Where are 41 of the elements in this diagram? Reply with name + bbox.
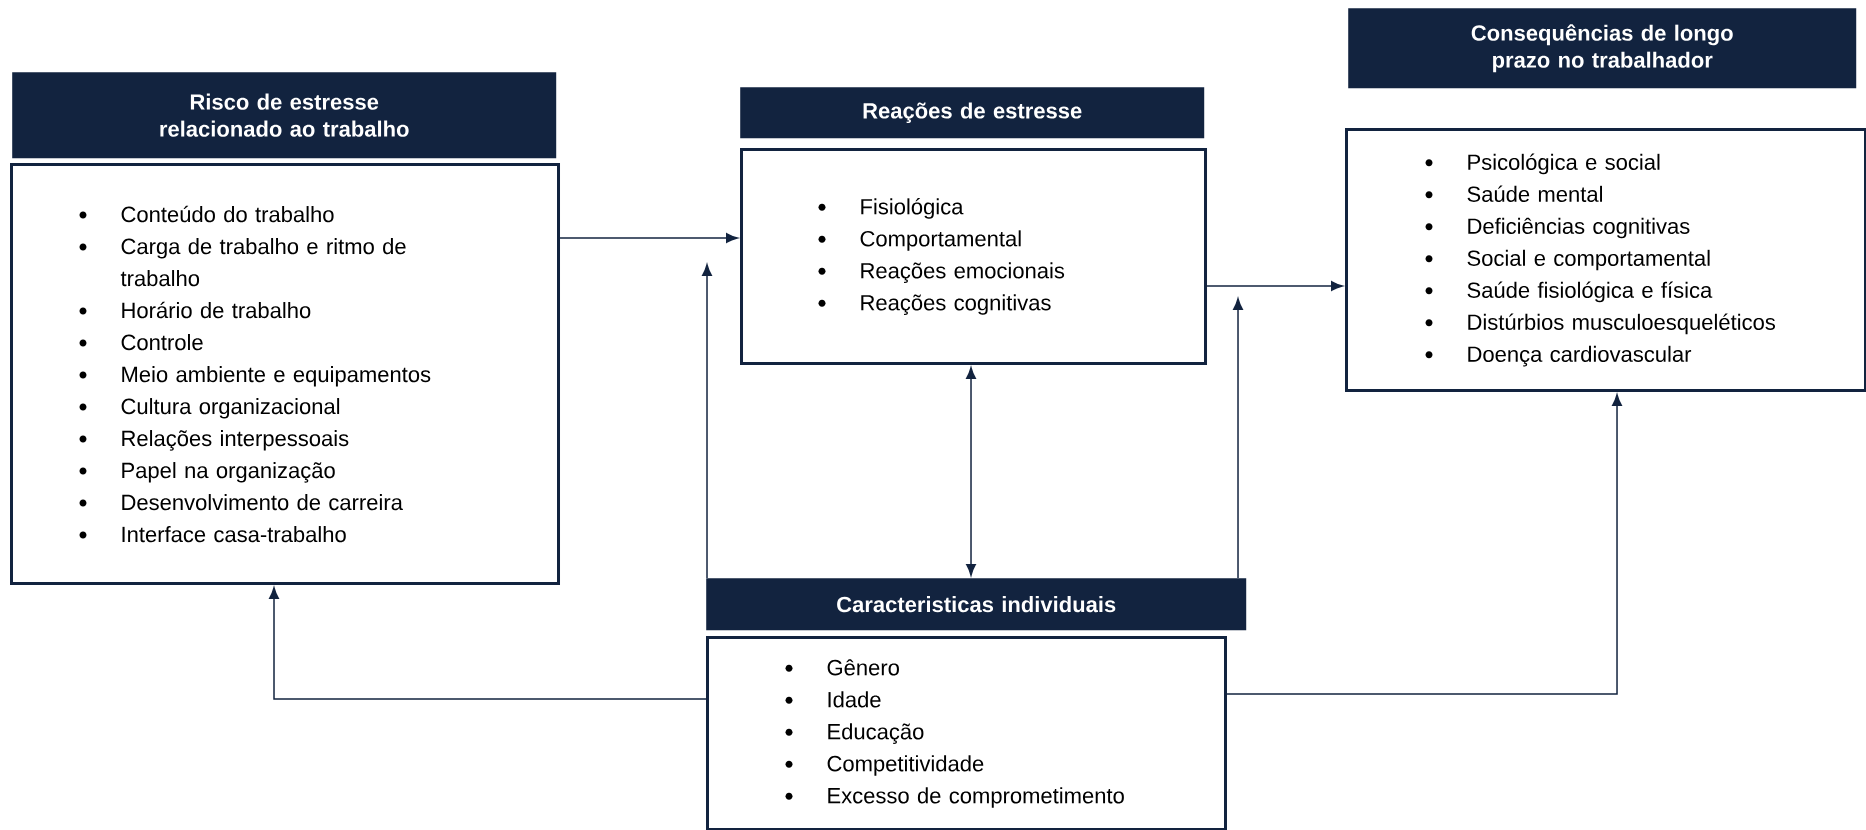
- bullet-item: Gênero: [785, 659, 899, 676]
- bullet-item: Competitividade: [785, 755, 984, 776]
- header-bar: Reações de estresse: [740, 87, 1205, 139]
- bullet-item: Cultura organizacional: [79, 398, 340, 419]
- header-bar: Consequências de longo prazo no trabalhador: [1348, 8, 1857, 89]
- arrow: [559, 233, 738, 243]
- bullet-item: Reações emocionais: [818, 262, 1065, 283]
- bullet-item: Saúde fisiológica e física: [1425, 281, 1713, 303]
- list-box: [740, 148, 1207, 365]
- list-box: [1345, 128, 1866, 392]
- arrow: [702, 264, 712, 579]
- list-box: [10, 163, 560, 585]
- bullet-item: Distúrbios musculoesqueléticos: [1425, 313, 1775, 335]
- arrow: [1233, 298, 1243, 579]
- bullet-item: Excesso de comprometimento: [785, 787, 1124, 808]
- bullet-item: Social e comportamental: [1425, 249, 1710, 271]
- header-bar: Risco de estresse relacionado ao trabalho: [12, 72, 557, 159]
- bullet-item: Psicológica e social: [1425, 153, 1660, 175]
- arrow: [1206, 281, 1343, 291]
- bullet-item: Conteúdo do trabalho: [79, 205, 334, 223]
- bullet-item: Meio ambiente e equipamentos: [79, 366, 431, 387]
- bullet-item: Controle: [79, 334, 203, 351]
- arrow: [1226, 394, 1622, 695]
- bullet-item: Saúde mental: [1425, 185, 1602, 202]
- bullet-item: Educação: [785, 723, 924, 744]
- bullet-item: Fisiológica: [818, 198, 964, 219]
- arrow: [269, 587, 707, 700]
- arrow: [966, 367, 976, 576]
- bullet-item: Idade: [785, 691, 881, 708]
- bullet-item: Doença cardiovascular: [1425, 345, 1692, 367]
- bullet-item: Reações cognitivas: [818, 294, 1051, 315]
- bullet-item: Carga de trabalho e ritmo de trabalho: [79, 238, 406, 287]
- header-bar: Caracteristicas individuais: [706, 578, 1247, 631]
- bullet-item: Interface casa-trabalho: [79, 526, 346, 543]
- bullet-item: Comportamental: [818, 230, 1021, 251]
- bullet-item: Desenvolvimento de carreira: [79, 494, 403, 511]
- bullet-item: Papel na organização: [79, 462, 335, 483]
- bullet-item: Deficiências cognitivas: [1425, 217, 1690, 239]
- bullet-item: Relações interpessoais: [79, 430, 349, 451]
- bullet-item: Horário de trabalho: [79, 301, 311, 319]
- list-box: [706, 636, 1227, 830]
